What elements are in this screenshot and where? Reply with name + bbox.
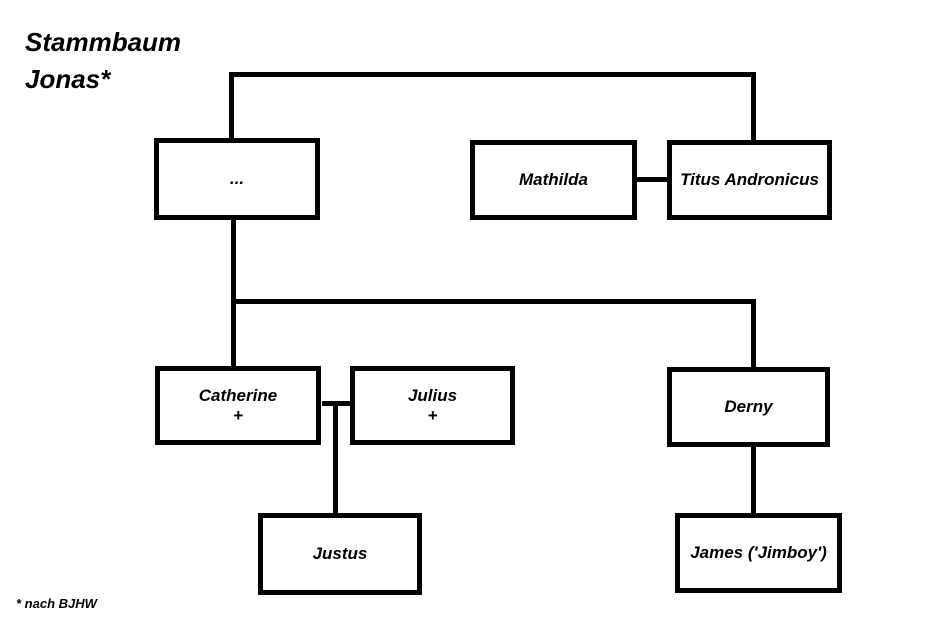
edge-top-bracket-right-vertical — [751, 72, 756, 140]
node-catherine-plus: + — [233, 405, 243, 425]
node-james-jimboy: James ('Jimboy') — [675, 513, 842, 593]
node-derny: Derny — [667, 367, 830, 447]
node-unknown-ancestor: ... — [154, 138, 320, 220]
node-mathilda: Mathilda — [470, 140, 637, 220]
edge-children-rail-horizontal — [231, 299, 756, 304]
node-justus: Justus — [258, 513, 422, 595]
edge-derny-to-james-vertical — [751, 447, 756, 513]
footnote: * nach BJHW — [16, 596, 97, 611]
diagram-title-line1: Stammbaum — [25, 27, 182, 57]
node-catherine-label: Catherine — [198, 385, 278, 405]
edge-unknown-descendant-vertical — [231, 219, 236, 366]
node-julius-plus: + — [427, 405, 438, 425]
edge-rail-to-derny-vertical — [751, 299, 756, 367]
node-justus-label: Justus — [312, 544, 368, 563]
edge-top-bracket-left-vertical — [229, 72, 234, 138]
node-julius: Julius + — [350, 366, 515, 445]
node-titus-andronicus-label: Titus Andronicus — [680, 170, 819, 189]
node-titus-andronicus: Titus Andronicus — [667, 140, 832, 220]
node-unknown-ancestor-label: ... — [229, 169, 245, 188]
node-derny-label: Derny — [724, 397, 773, 416]
node-catherine: Catherine + — [155, 366, 321, 445]
node-julius-label: Julius — [407, 385, 458, 405]
node-mathilda-label: Mathilda — [519, 170, 588, 189]
edge-couple-to-justus-vertical — [333, 403, 338, 513]
edge-top-bracket-horizontal — [229, 72, 756, 77]
edge-mathilda-titus-connector — [637, 177, 667, 182]
diagram-title-line2: Jonas* — [25, 64, 111, 94]
node-james-jimboy-label: James ('Jimboy') — [690, 543, 827, 562]
